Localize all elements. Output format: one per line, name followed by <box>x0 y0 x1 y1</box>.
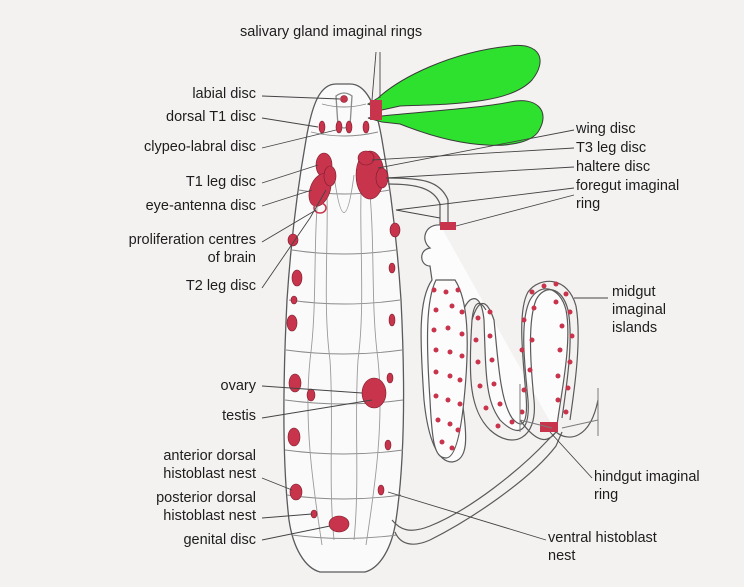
label-salivary-gland-imaginal-rings: salivary gland imaginal rings <box>240 24 422 41</box>
label-anterior-dorsal: anterior dorsal <box>163 448 256 465</box>
anterior-dorsal-nest-shape <box>290 484 302 500</box>
label-ventral-nest: nest <box>548 548 575 565</box>
label-hindgut-ring: ring <box>594 487 618 504</box>
dorsal-t1-disc-shape <box>319 121 325 133</box>
clypeo-labral-disc-shape <box>336 121 342 133</box>
t3-leg-disc-shape <box>358 151 374 165</box>
label-midgut-islands: islands <box>612 320 657 337</box>
label-labial-disc: labial disc <box>192 86 256 103</box>
label-posterior-dorsal: posterior dorsal <box>156 490 256 507</box>
label-posterior-histoblast-nest: histoblast nest <box>163 508 256 525</box>
foregut-ring <box>440 222 456 230</box>
label-midgut-imaginal: imaginal <box>612 302 666 319</box>
genital-disc-shape <box>329 516 349 532</box>
label-wing-disc: wing disc <box>576 121 636 138</box>
label-haltere-disc: haltere disc <box>576 159 650 176</box>
label-dorsal-t1-disc: dorsal T1 disc <box>166 109 256 126</box>
label-t1-leg-disc: T1 leg disc <box>186 174 256 191</box>
label-ventral-histoblast: ventral histoblast <box>548 530 657 547</box>
ventral-histoblast-nest-shape <box>378 485 384 495</box>
ovary-testis-shape <box>362 378 386 408</box>
label-of-brain: of brain <box>208 250 256 267</box>
label-t3-leg-disc: T3 leg disc <box>576 140 646 157</box>
label-anterior-histoblast-nest: histoblast nest <box>163 466 256 483</box>
label-foregut-imaginal: foregut imaginal <box>576 178 679 195</box>
label-ovary: ovary <box>221 378 256 395</box>
label-testis: testis <box>222 408 256 425</box>
label-clypeo-labral-disc: clypeo-labral disc <box>144 139 256 156</box>
labial-disc-shape <box>341 96 348 103</box>
label-midgut: midgut <box>612 284 656 301</box>
label-foregut-ring: ring <box>576 196 600 213</box>
salivary-imaginal-ring <box>370 100 382 120</box>
label-t2-leg-disc: T2 leg disc <box>186 278 256 295</box>
label-hindgut-imaginal: hindgut imaginal <box>594 469 700 486</box>
salivary-glands <box>368 45 543 145</box>
label-genital-disc: genital disc <box>183 532 256 549</box>
label-eye-antenna-disc: eye-antenna disc <box>146 198 256 215</box>
label-proliferation-centres: proliferation centres <box>129 232 256 249</box>
t2-leg-disc-shape <box>288 234 298 246</box>
